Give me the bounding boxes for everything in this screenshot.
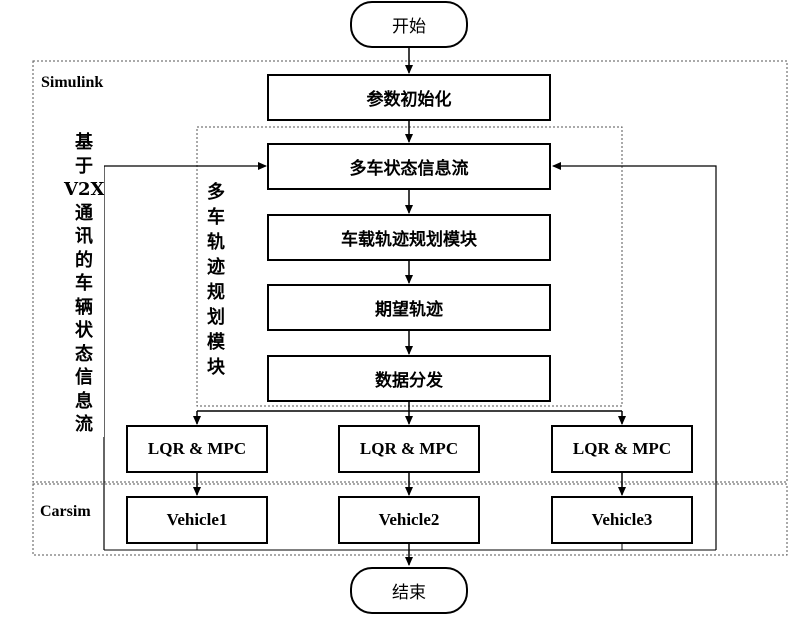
simulink-region (32, 60, 788, 483)
expected-trajectory-step: 期望轨迹 (267, 284, 551, 331)
feedback-loop-right (552, 162, 717, 550)
feedback-loop-left (103, 162, 267, 550)
v2x-feedback-label: 基 于 V2X 通 讯 的 车 辆 状 态 信 息 流 (64, 131, 105, 437)
carsim-region (32, 483, 788, 556)
simulink-label: Simulink (41, 74, 104, 91)
state-flow-step: 多车状态信息流 (267, 143, 551, 190)
data-distribution-step: 数据分发 (267, 355, 551, 402)
controller-box-3: LQR & MPC (551, 425, 693, 473)
onboard-planning-step: 车载轨迹规划模块 (267, 214, 551, 261)
end-terminal: 结束 (350, 567, 468, 614)
vehicle-box-1: Vehicle1 (126, 496, 268, 544)
vehicle-box-2: Vehicle2 (338, 496, 480, 544)
carsim-label: Carsim (40, 503, 91, 520)
controller-box-2: LQR & MPC (338, 425, 480, 473)
start-terminal: 开始 (350, 1, 468, 48)
param-init-step: 参数初始化 (267, 74, 551, 121)
planning-module-label: 多 车 轨 迹 规 划 模 块 (207, 182, 225, 378)
controller-box-1: LQR & MPC (126, 425, 268, 473)
vehicle-box-3: Vehicle3 (551, 496, 693, 544)
